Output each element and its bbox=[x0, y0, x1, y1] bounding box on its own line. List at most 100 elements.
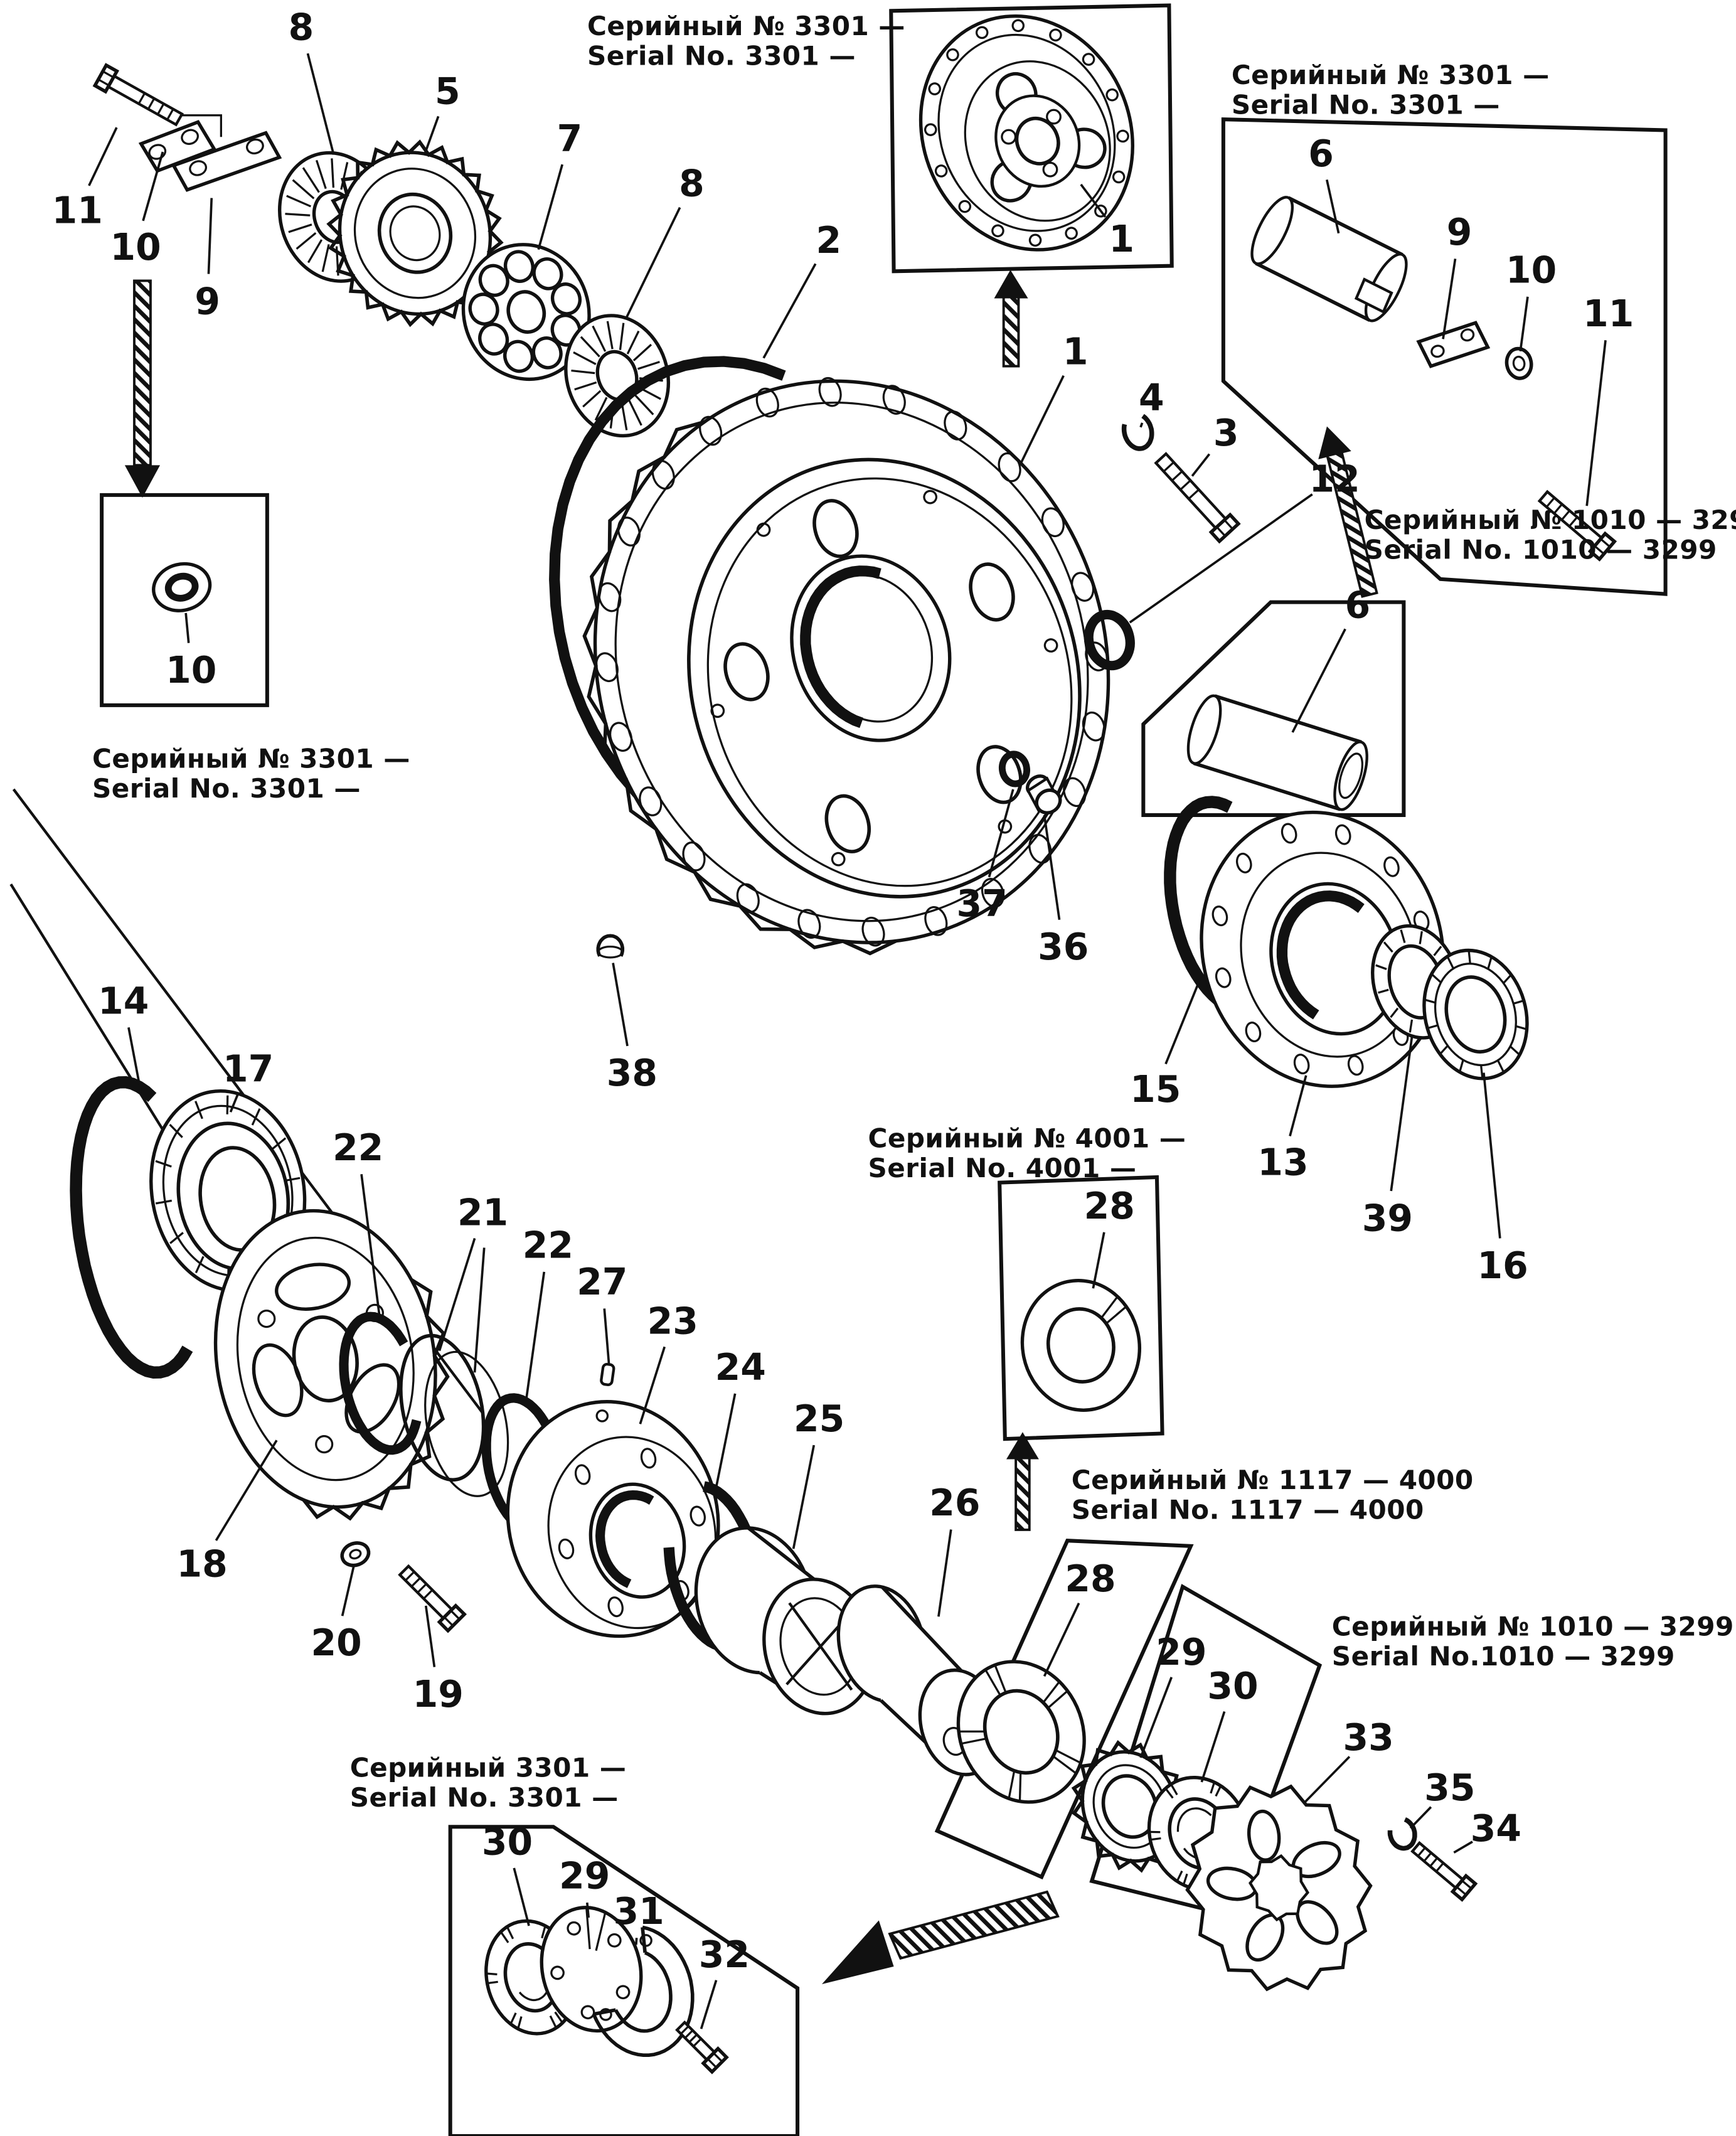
leader-line bbox=[1442, 259, 1457, 339]
hub-inset-box bbox=[889, 3, 1174, 274]
part-number-label: 29 bbox=[1156, 1631, 1206, 1674]
part-number-label: 20 bbox=[311, 1621, 361, 1664]
leader-line bbox=[1200, 1711, 1226, 1783]
part-number-label: 32 bbox=[699, 1933, 750, 1976]
part-28-splined-washer bbox=[956, 1660, 1086, 1804]
part-number-label: 28 bbox=[1084, 1185, 1135, 1227]
serial-note-mid-left: Серийный № 3301 — Serial No. 3301 — bbox=[92, 743, 410, 804]
part-number-label: 10 bbox=[110, 226, 161, 269]
part-9-key bbox=[1416, 321, 1491, 368]
serial-note-line-en: Serial No. 3301 — bbox=[92, 773, 361, 804]
arrow-down-icon bbox=[124, 279, 161, 498]
leader-line bbox=[1409, 1806, 1432, 1829]
part-number-label: 36 bbox=[1038, 926, 1089, 968]
leader-line bbox=[1453, 1840, 1473, 1854]
part-12-oring bbox=[1084, 609, 1135, 671]
part-13-bearing-flange bbox=[1200, 810, 1446, 1088]
part-10-washer bbox=[1504, 346, 1533, 380]
leader-line bbox=[1139, 1677, 1173, 1758]
part-38-cap bbox=[596, 934, 625, 959]
part-number-label: 23 bbox=[647, 1300, 698, 1343]
leader-line bbox=[639, 1346, 666, 1424]
part-6-pin bbox=[1186, 694, 1368, 811]
part-number-label: 10 bbox=[166, 649, 216, 692]
part-number-label: 33 bbox=[1343, 1716, 1394, 1759]
exploded-parts-art bbox=[70, 14, 1617, 2075]
part-number-label: 34 bbox=[1471, 1807, 1521, 1850]
part-33-lock-plate bbox=[1185, 1784, 1373, 1992]
part-number-label: 28 bbox=[1065, 1557, 1116, 1600]
part-number-label: 16 bbox=[1478, 1244, 1528, 1287]
serial-4001-box bbox=[998, 1175, 1164, 1441]
part-22-oring bbox=[339, 1311, 422, 1455]
leader-line bbox=[1289, 1075, 1307, 1136]
part-number-label: 39 bbox=[1362, 1197, 1413, 1239]
serial-note-4001: Серийный № 4001 — Serial No. 4001 — bbox=[868, 1123, 1186, 1183]
part-10-strap bbox=[138, 120, 217, 173]
leader-line bbox=[127, 1027, 142, 1094]
serial-note-line-en: Serial No. 1010 — 3299 bbox=[1365, 534, 1717, 565]
part-1-ring-gear-drum bbox=[582, 376, 1110, 956]
part-number-label: 10 bbox=[1506, 249, 1557, 292]
serial-note-line-en: Serial No. 3301 — bbox=[350, 1782, 619, 1813]
part-32-bolt bbox=[675, 2020, 729, 2075]
serial-note-line-ru: Серийный № 1117 — 4000 bbox=[1072, 1465, 1474, 1495]
leader-line bbox=[525, 1271, 546, 1400]
part-number-label: 18 bbox=[176, 1542, 227, 1585]
part-9-strap bbox=[171, 131, 282, 192]
leader-line bbox=[229, 1093, 240, 1113]
serial-note-line-ru: Серийный № 3301 — bbox=[92, 743, 410, 774]
part-number-label: 13 bbox=[1257, 1141, 1308, 1184]
part-number-label: 4 bbox=[1139, 376, 1164, 419]
part-number-label: 9 bbox=[1447, 211, 1472, 254]
leader-line bbox=[762, 263, 817, 359]
part-number-label: 8 bbox=[679, 162, 705, 205]
arrow-up-icon bbox=[1006, 1432, 1039, 1531]
arrow-up-icon bbox=[1318, 426, 1378, 598]
serial-note-line-en: Serial No. 4001 — bbox=[868, 1153, 1137, 1183]
serial-note-1117: Серийный № 1117 — 4000 Serial No. 1117 —… bbox=[1072, 1465, 1474, 1525]
leader-line bbox=[1326, 179, 1340, 234]
serial-note-line-ru: Серийный № 3301 — bbox=[1232, 60, 1550, 90]
direction-arrows bbox=[124, 270, 1378, 1984]
part-number-label: 6 bbox=[1345, 584, 1371, 626]
leader-line bbox=[341, 1564, 355, 1616]
part-number-label: 5 bbox=[435, 70, 461, 112]
part-number-label: 14 bbox=[98, 980, 149, 1023]
arrow-up-icon bbox=[994, 270, 1028, 368]
serial-note-top-center: Серийный № 3301 — Serial No. 3301 — bbox=[587, 11, 905, 72]
part-number-label: 9 bbox=[194, 280, 220, 323]
part-number-label: 1 bbox=[1109, 218, 1134, 260]
part-18-planet-carrier bbox=[213, 1209, 450, 1521]
part-3-bolt bbox=[1154, 452, 1241, 544]
leader-line bbox=[1080, 183, 1107, 218]
part-23-hub bbox=[506, 1400, 720, 1638]
leader-line bbox=[88, 127, 118, 186]
serial-number-notes: Серийный № 3301 — Serial No. 3301 — Сери… bbox=[92, 11, 1736, 1813]
leader-line bbox=[306, 53, 335, 155]
part-28-thrust-washer bbox=[1020, 1278, 1142, 1412]
part-number-label: 35 bbox=[1424, 1766, 1475, 1809]
leader-line bbox=[215, 1439, 278, 1541]
part-37-oring bbox=[998, 750, 1030, 788]
leader-line bbox=[1291, 628, 1346, 733]
part-number-label: 12 bbox=[1309, 457, 1360, 500]
leader-line bbox=[1302, 1756, 1351, 1805]
part-number-label: 24 bbox=[715, 1346, 766, 1389]
part-number-label: 31 bbox=[614, 1890, 664, 1933]
leader-line bbox=[937, 1529, 952, 1617]
part-number-label: 7 bbox=[557, 117, 583, 160]
serial-note-line-en: Serial No. 1117 — 4000 bbox=[1072, 1495, 1424, 1525]
serial-note-line-en: Serial No. 3301 — bbox=[587, 41, 856, 72]
serial-note-line-ru: Серийный № 1010 — 3299 bbox=[1365, 505, 1736, 535]
part-5-ring-gear bbox=[326, 139, 504, 328]
leader-line bbox=[1483, 1072, 1501, 1239]
part-19-bolt bbox=[398, 1564, 467, 1633]
serial-note-line-en: Serial No.1010 — 3299 bbox=[1332, 1641, 1675, 1672]
leader-line bbox=[1129, 493, 1313, 624]
part-21-seal-rings bbox=[398, 1333, 509, 1497]
leader-line bbox=[626, 206, 681, 318]
leader-line bbox=[513, 1867, 530, 1926]
part-27-pin bbox=[600, 1362, 615, 1387]
